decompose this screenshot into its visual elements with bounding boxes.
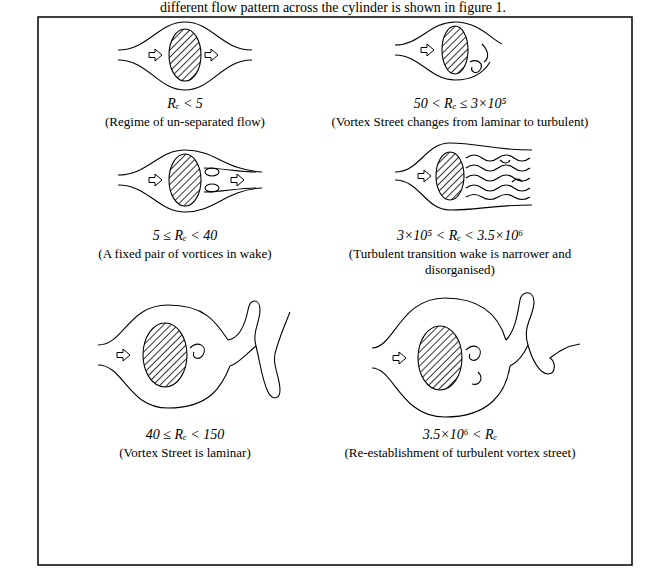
reynolds-range: 3.5×10⁶ < Rₑ xyxy=(310,427,610,444)
turbulent-wake-figure-part xyxy=(466,155,530,161)
turbulent-vortex-street-figure-part xyxy=(418,326,462,390)
fixed-vortices-figure xyxy=(118,150,262,212)
caption-text: different flow pattern across the cylind… xyxy=(13,0,653,17)
fixed-vortices-figure-part xyxy=(204,168,256,172)
regime-description: (Regime of un-separated flow) xyxy=(55,114,315,130)
laminar-vortex-street-figure xyxy=(98,301,290,408)
turbulent-wake-figure-part xyxy=(436,152,464,200)
turbulent-vortex-street-figure xyxy=(372,293,580,417)
reynolds-range: 40 ≤ Rₑ < 150 xyxy=(55,427,315,444)
unseparated-flow-figure-part xyxy=(149,49,162,61)
turbulent-vortex-street-figure-part xyxy=(472,372,481,384)
fixed-vortices-figure-part xyxy=(149,174,162,186)
fixed-vortices-figure-part xyxy=(205,168,219,176)
transition-vortex-figure-part xyxy=(482,44,488,62)
unseparated-flow-figure-part xyxy=(169,29,201,81)
figure-frame xyxy=(38,17,632,565)
turbulent-wake-figure-part xyxy=(418,170,431,182)
fixed-vortices-figure-part xyxy=(205,184,219,192)
reynolds-range: 50 < Rₑ ≤ 3×10⁵ xyxy=(310,96,610,113)
turbulent-vortex-street-figure-part xyxy=(510,345,528,366)
reynolds-range: 3×10⁵ < Rₑ < 3.5×10⁶ xyxy=(310,228,610,245)
regime-description: (Vortex Street changes from laminar to t… xyxy=(308,114,612,130)
reynolds-range: 5 ≤ Rₑ < 40 xyxy=(55,228,315,245)
unseparated-flow-figure-part xyxy=(205,49,218,61)
regime-description: (A fixed pair of vortices in wake) xyxy=(55,246,315,262)
laminar-vortex-street-figure-part xyxy=(117,349,130,361)
regime-description: (Turbulent transition wake is narrower a… xyxy=(340,246,580,277)
reynolds-range: Rₑ < 5 xyxy=(55,96,315,113)
turbulent-wake-figure-part xyxy=(466,165,530,171)
turbulent-wake-figure-part xyxy=(500,160,522,182)
fixed-vortices-figure-part xyxy=(231,174,244,186)
transition-vortex-figure-part xyxy=(442,26,468,74)
turbulent-wake-figure-part xyxy=(466,185,530,191)
regime-description: (Re-establishment of turbulent vortex st… xyxy=(310,445,610,461)
turbulent-vortex-street-figure-part xyxy=(506,293,580,374)
turbulent-wake-figure-part xyxy=(466,195,530,200)
fixed-vortices-figure-part xyxy=(204,188,256,192)
turbulent-wake-figure xyxy=(395,143,532,210)
unseparated-flow-figure xyxy=(118,22,252,90)
transition-vortex-figure-part xyxy=(421,44,434,56)
figure-frame-part xyxy=(38,17,632,565)
fixed-vortices-figure-part xyxy=(169,154,201,206)
laminar-vortex-street-figure-part xyxy=(190,344,204,358)
transition-vortex-figure xyxy=(395,22,502,80)
turbulent-vortex-street-figure-part xyxy=(466,346,480,360)
turbulent-vortex-street-figure-part xyxy=(393,352,406,364)
laminar-vortex-street-figure-part xyxy=(230,346,256,366)
transition-vortex-figure-part xyxy=(470,61,481,73)
regime-description: (Vortex Street is laminar) xyxy=(55,445,315,461)
laminar-vortex-street-figure-part xyxy=(143,323,187,387)
laminar-vortex-street-figure-part xyxy=(228,301,290,398)
